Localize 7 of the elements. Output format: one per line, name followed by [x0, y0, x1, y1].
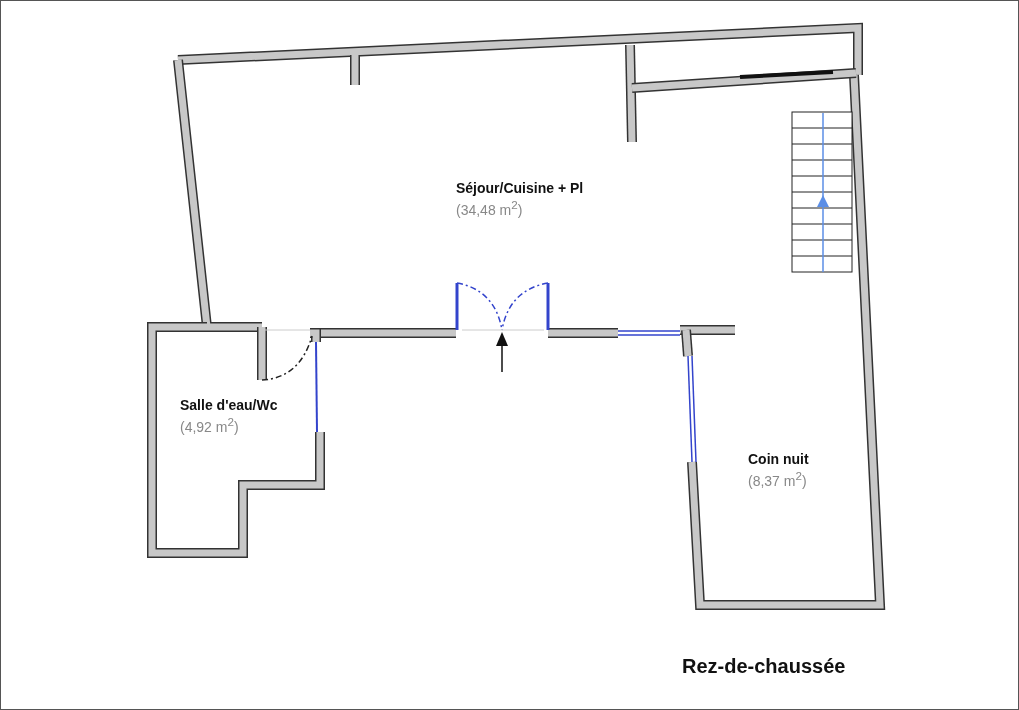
room-area: (4,92 m$^{2}$)	[180, 415, 278, 435]
floor-title: Rez-de-chaussée	[682, 655, 846, 678]
room-name: Séjour/Cuisine + Pl	[456, 180, 584, 196]
room-name: Coin nuit	[748, 451, 809, 467]
room-area: (34,48 m$^{2}$)	[456, 198, 584, 218]
room-name: Salle d'eau/Wc	[180, 397, 278, 413]
room-area: (8,37 m$^{2}$)	[748, 469, 809, 489]
